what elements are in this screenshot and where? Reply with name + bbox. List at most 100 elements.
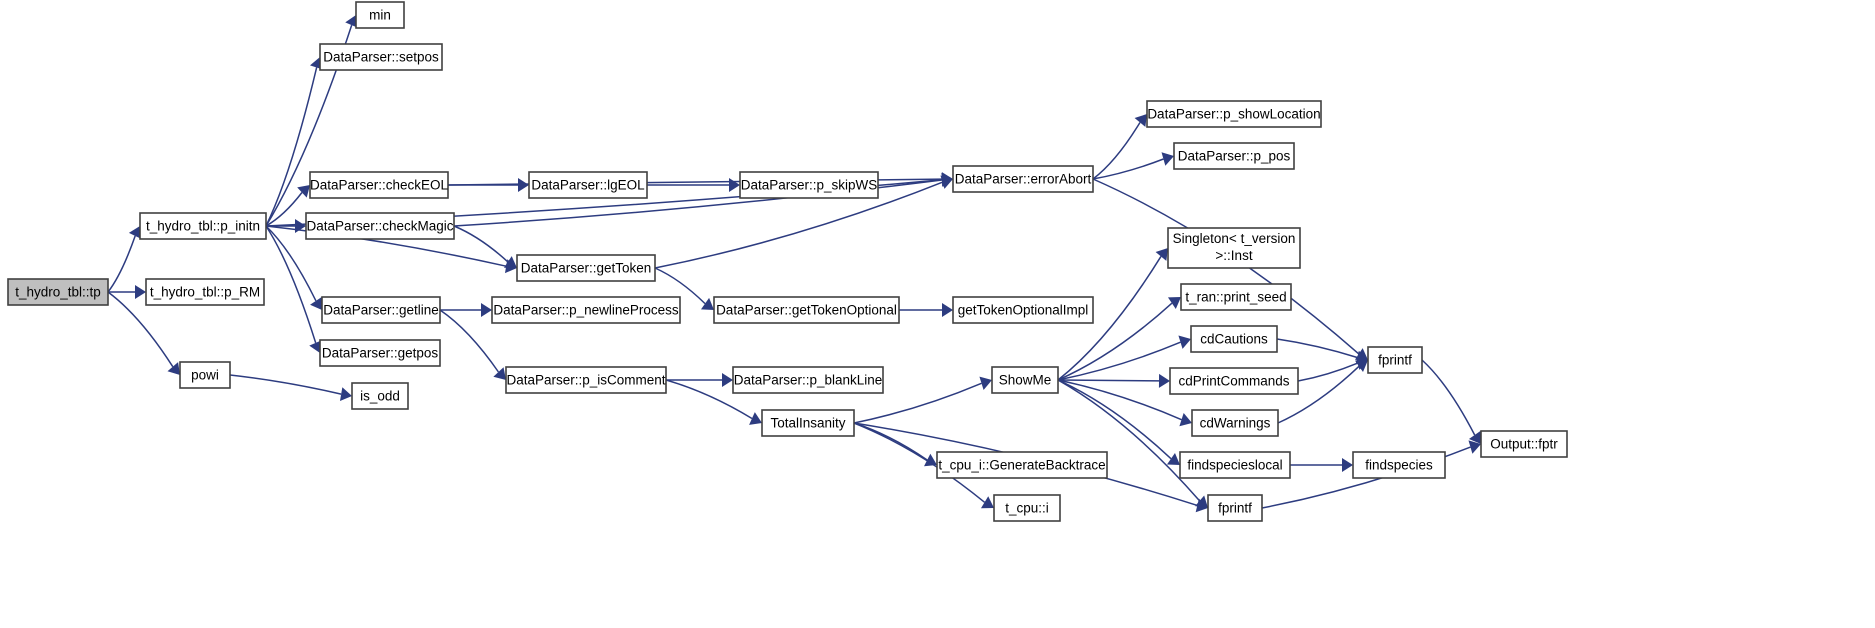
node-box[interactable] <box>528 171 648 199</box>
node-fprintf1[interactable]: fprintf <box>1367 346 1423 374</box>
node-powi[interactable]: powi <box>179 361 231 389</box>
arrowhead-p-initn-to-getline <box>310 296 322 310</box>
node-p-showlocation[interactable]: DataParser::p_showLocation <box>1146 100 1322 128</box>
node-is-odd[interactable]: is_odd <box>351 382 409 410</box>
node-errorabort[interactable]: DataParser::errorAbort <box>952 165 1094 193</box>
edge-checkmagic-to-gettoken <box>453 225 509 263</box>
node-box[interactable] <box>179 361 231 389</box>
node-box[interactable] <box>952 296 1094 324</box>
node-box[interactable] <box>1173 142 1295 170</box>
node-box[interactable] <box>936 451 1108 479</box>
edge-powi-to-is-odd <box>229 374 342 395</box>
arrowhead-getline-to-p-newlineprocess <box>481 303 492 317</box>
arrowhead-errorabort-to-p-pos <box>1161 152 1174 166</box>
node-findspecieslocal[interactable]: findspecieslocal <box>1179 451 1291 479</box>
node-totalinsanity[interactable]: TotalInsanity <box>761 409 855 437</box>
node-box[interactable] <box>351 382 409 410</box>
node-p-blankline[interactable]: DataParser::p_blankLine <box>732 366 884 394</box>
node-box[interactable] <box>993 494 1061 522</box>
node-singletoninst[interactable]: Singleton< t_version>::Inst <box>1167 227 1301 269</box>
node-fprintf2[interactable]: fprintf <box>1207 494 1263 522</box>
edge-showme-to-cdwarnings <box>1057 379 1182 421</box>
node-p-rm[interactable]: t_hydro_tbl::p_RM <box>145 278 265 306</box>
edge-totalinsanity-to-showme <box>853 382 982 424</box>
arrowhead-gettokenoptional-to-gettokenoptionalimpl <box>942 303 953 317</box>
node-checkeol[interactable]: DataParser::checkEOL <box>309 171 449 199</box>
arrowhead-showme-to-findspecieslocal <box>1166 452 1180 465</box>
node-box[interactable] <box>321 296 441 324</box>
node-p-skipws[interactable]: DataParser::p_skipWS <box>739 171 879 199</box>
node-box[interactable] <box>319 43 443 71</box>
node-gettoken[interactable]: DataParser::getToken <box>516 254 656 282</box>
node-setpos[interactable]: DataParser::setpos <box>319 43 443 71</box>
node-box[interactable] <box>739 171 879 199</box>
node-gettokenoptional[interactable]: DataParser::getTokenOptional <box>713 296 900 324</box>
node-box[interactable] <box>732 366 884 394</box>
arrowhead-checkeol-to-lgeol <box>518 178 529 192</box>
node-box[interactable] <box>1480 430 1568 458</box>
edge-errorabort-to-p-pos <box>1092 158 1164 180</box>
node-box[interactable] <box>1146 100 1322 128</box>
node-cdcautions[interactable]: cdCautions <box>1190 325 1278 353</box>
arrowhead-lgeol-to-p-skipws <box>729 178 740 192</box>
node-box[interactable] <box>305 212 455 240</box>
node-box[interactable] <box>1167 227 1301 269</box>
node-box[interactable] <box>309 171 449 199</box>
node-box[interactable] <box>1191 409 1279 437</box>
node-showme[interactable]: ShowMe <box>991 366 1059 394</box>
arrowhead-fprintf1-to-output-fptr <box>1468 430 1481 444</box>
node-cdwarnings[interactable]: cdWarnings <box>1191 409 1279 437</box>
arrowhead-cdwarnings-to-fprintf1 <box>1354 360 1368 373</box>
node-gettokenoptionalimpl[interactable]: getTokenOptionalImpl <box>952 296 1094 324</box>
node-box[interactable] <box>139 212 267 240</box>
node-box[interactable] <box>1367 346 1423 374</box>
edge-cdprintcommands-to-fprintf1 <box>1297 362 1358 382</box>
arrowhead-totalinsanity-to-showme <box>979 376 992 390</box>
node-box[interactable] <box>1190 325 1278 353</box>
node-layer: t_hydro_tbl::tp t_hydro_tbl::p_initnt_hyd… <box>7 1 1568 522</box>
node-min[interactable]: min <box>355 1 405 29</box>
node-getline[interactable]: DataParser::getline <box>321 296 441 324</box>
node-box[interactable] <box>355 1 405 29</box>
edge-showme-to-print-seed <box>1057 302 1173 381</box>
node-lgeol[interactable]: DataParser::lgEOL <box>528 171 648 199</box>
node-box[interactable] <box>319 339 441 367</box>
node-findspecies[interactable]: findspecies <box>1352 451 1446 479</box>
edge-showme-to-fprintf2 <box>1057 379 1201 502</box>
arrowhead-tp-to-p-rm <box>135 285 146 299</box>
node-box[interactable] <box>1169 367 1299 395</box>
node-getpos[interactable]: DataParser::getpos <box>319 339 441 367</box>
node-box[interactable] <box>761 409 855 437</box>
node-checkmagic[interactable]: DataParser::checkMagic <box>305 212 455 240</box>
arrowhead-errorabort-to-p-showlocation <box>1134 114 1147 127</box>
node-box[interactable] <box>7 278 109 306</box>
node-box[interactable] <box>145 278 265 306</box>
node-print-seed[interactable]: t_ran::print_seed <box>1180 283 1292 311</box>
node-box[interactable] <box>516 254 656 282</box>
edge-showme-to-findspecieslocal <box>1057 379 1172 460</box>
node-box[interactable] <box>1207 494 1263 522</box>
node-tp[interactable]: t_hydro_tbl::tp <box>7 278 109 306</box>
node-box[interactable] <box>952 165 1094 193</box>
arrowhead-getline-to-p-iscomment <box>493 367 506 380</box>
node-box[interactable] <box>991 366 1059 394</box>
node-t-cpu-i[interactable]: t_cpu::i <box>993 494 1061 522</box>
node-generatebacktrace[interactable]: t_cpu_i::GenerateBacktrace <box>936 451 1108 479</box>
node-p-initn[interactable]: t_hydro_tbl::p_initn <box>139 212 267 240</box>
edge-p-initn-to-setpos <box>265 67 318 227</box>
node-cdprintcommands[interactable]: cdPrintCommands <box>1169 367 1299 395</box>
node-box[interactable] <box>1180 283 1292 311</box>
node-p-newlineprocess[interactable]: DataParser::p_newlineProcess <box>491 296 681 324</box>
edge-errorabort-to-p-showlocation <box>1092 122 1141 180</box>
node-p-pos[interactable]: DataParser::p_pos <box>1173 142 1295 170</box>
node-output-fptr[interactable]: Output::fptr <box>1480 430 1568 458</box>
node-box[interactable] <box>713 296 900 324</box>
node-box[interactable] <box>505 366 667 394</box>
arrowhead-tp-to-powi <box>167 362 180 375</box>
node-box[interactable] <box>491 296 681 324</box>
arrowhead-powi-to-is-odd <box>339 387 352 402</box>
node-box[interactable] <box>1179 451 1291 479</box>
node-p-iscomment[interactable]: DataParser::p_isComment <box>505 366 667 394</box>
node-box[interactable] <box>1352 451 1446 479</box>
